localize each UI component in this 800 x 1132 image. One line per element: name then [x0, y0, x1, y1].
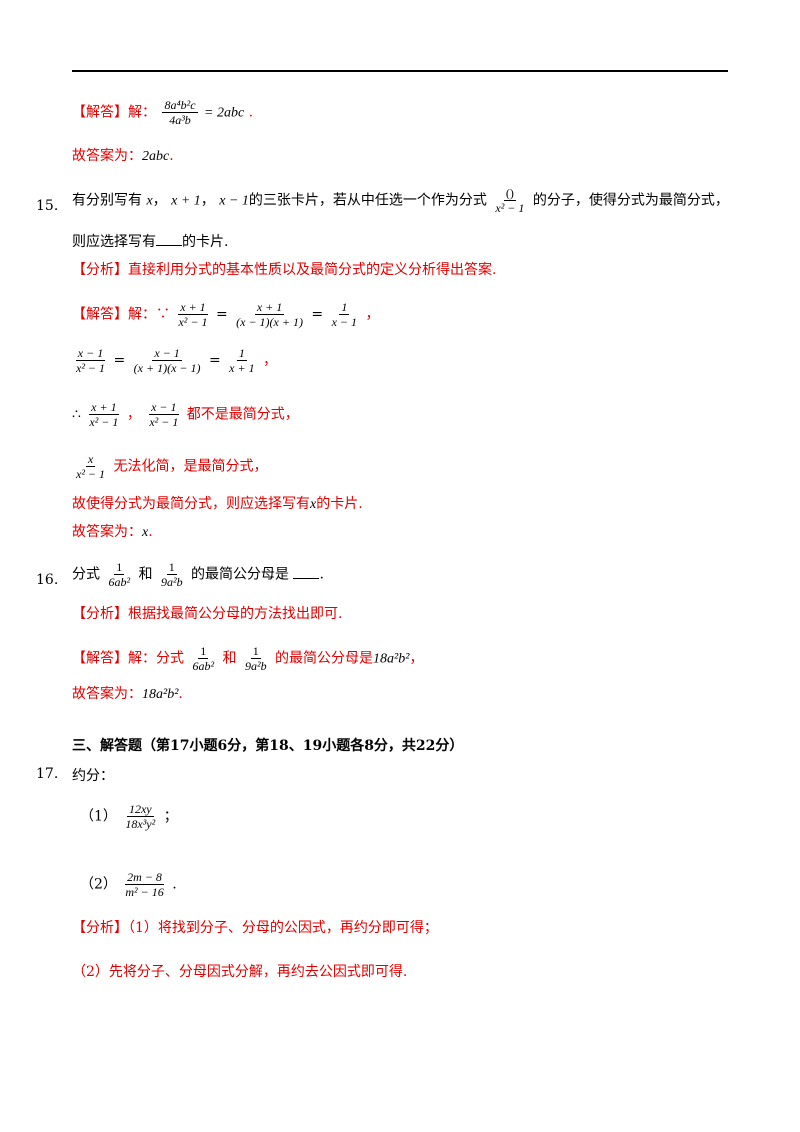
equals-sign: =	[311, 306, 324, 323]
q15-stem: 有分别写有 x， x + 1， x − 1的三张卡片，若从中任选一个作为分式 (…	[72, 186, 729, 215]
q17-title: 约分：	[72, 768, 114, 784]
answer-blank	[293, 566, 320, 579]
q17-analysis-1: 【分析】（1）将找到分子、分母的公因式，再约分即可得；	[72, 920, 438, 936]
q15-analysis: 【分析】直接利用分式的基本性质以及最简分式的定义分析得出答案.	[72, 262, 497, 278]
q16-final: 故答案为：18a²b².	[72, 686, 183, 702]
equals-sign: =	[208, 352, 221, 369]
q17-analysis-2: （2）先将分子、分母因式分解，再约去公因式即可得.	[72, 964, 408, 980]
q15-conclusion: 故使得分式为最简分式，则应选择写有x的卡片.	[72, 496, 363, 512]
q15-number: 15.	[36, 198, 59, 214]
section-heading: 三、解答题（第17小题6分，第18、19小题各8分，共22分）	[72, 738, 464, 754]
q15-line2: 则应选择写有的卡片.	[72, 233, 229, 250]
equals-sign: =	[215, 306, 228, 323]
eq2-frac-b: x − 1(x + 1)(x − 1)	[133, 346, 201, 375]
answer-tag: 【解答】解：	[72, 104, 156, 121]
eq1-frac-b: x + 1(x − 1)(x + 1)	[236, 300, 303, 329]
answer-blank	[156, 233, 182, 246]
q17-number: 17.	[36, 766, 59, 782]
q16-number: 16.	[36, 572, 59, 588]
q15-fraction: () x² − 1	[495, 186, 525, 215]
header-rule	[72, 70, 728, 72]
q14-final: 故答案为：2abc.	[72, 148, 174, 164]
q14-answer: 【解答】解： 8a⁴b²c 4a³b = 2abc .	[72, 98, 254, 127]
q16-analysis: 【分析】根据找最简公分母的方法找出即可.	[72, 606, 343, 622]
q14-fraction: 8a⁴b²c 4a³b	[162, 98, 198, 127]
q15-final: 故答案为：x.	[72, 524, 153, 540]
equals-sign: =	[113, 352, 126, 369]
